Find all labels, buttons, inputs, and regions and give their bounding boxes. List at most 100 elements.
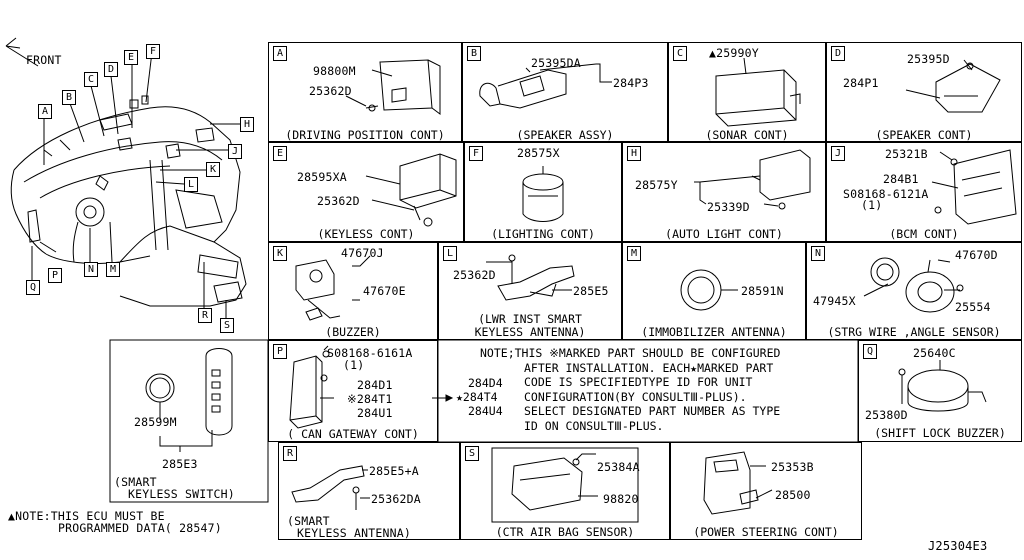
note-line: SELECT DESIGNATED PART NUMBER AS TYPE [524,404,781,418]
panel-p: P S08168-6161A (1) 284D1 ※284T1 284U1 ( … [268,340,438,442]
part-bcm-cont [931,149,1017,225]
panel-letter: E [273,146,287,161]
part-number: 25395D [907,52,950,66]
part-number: 284B1 [883,172,919,186]
overview-label-q: Q [26,280,40,295]
panel-e: E 28595XA 25362D (KEYLESS CONT) [268,142,464,242]
panel-caption: (SONAR CONT) [705,128,789,142]
part-strg-wire-angle-sensor [863,257,964,313]
panel-letter: A [273,46,287,61]
part-auto-light-cont [694,149,811,210]
overview-label-n: N [84,262,98,277]
overview-label-e: E [124,50,138,65]
part-sonar-cont [715,57,801,127]
part-number: 28575Y [635,178,678,192]
panel-d: D 25395D 284P1 (SPEAKER CONT) [826,42,1022,142]
part-number: 25395DA [531,56,581,70]
panel-c: C ▲25990Y (SONAR CONT) [668,42,826,142]
note-line: CONFIGURATION(BY CONSULTⅢ-PLUS). [524,390,747,404]
part-number: 47945X [813,294,856,308]
part-number: 25353B [771,460,814,474]
part-number: 25380D [865,408,908,422]
overview-label-f: F [146,44,160,59]
panel-caption: (SHIFT LOCK BUZZER) [874,426,1006,440]
overview-label-l: L [184,177,198,192]
overview-label-d: D [104,62,118,77]
panel-letter: B [467,46,481,61]
part-number: 25339D [707,200,750,214]
panel-j: J 25321B 284B1 S08168-6121A (1) (BCM CON… [826,142,1022,242]
panel-caption: (IMMOBILIZER ANTENNA) [641,325,787,339]
smart-switch-caption-line2: KEYLESS SWITCH) [128,487,235,501]
note-line: AFTER INSTALLATION. EACH★MARKED PART [524,361,774,375]
part-number: 285E5 [573,284,609,298]
part-number: 47670D [955,248,998,262]
panel-caption: (LWR INST SMART [478,312,582,326]
part-number: 98800M [313,64,356,78]
part-number: ※284T1 [347,392,393,406]
part-number: 284P3 [613,76,649,90]
panel-caption: (BUZZER) [325,325,381,339]
panel-letter: K [273,246,287,261]
part-number: 47670J [341,246,384,260]
panel-caption: (AUTO LIGHT CONT) [665,227,783,241]
panel-a: A 98800M 25362D (DRIVING POSITION CONT) [268,42,462,142]
part-number: 284P1 [843,76,879,90]
panel-letter: L [443,246,457,261]
part-lwr-inst-smart-keyless-antenna [486,254,575,301]
panel-letter: P [273,344,287,359]
panel-caption-line2: KEYLESS ANTENNA) [297,526,411,540]
panel-letter: M [627,246,641,261]
panel-b: B 25395DA 284P3 (SPEAKER ASSY) [462,42,668,142]
overview-label-p: P [48,268,62,283]
panel-letter: J [831,146,845,161]
overview-label-j: J [228,144,242,159]
panel-n: N 47670D 47945X 25554 (STRG WIRE ,ANGLE … [806,242,1022,340]
note-line: CODE IS SPECIFIEDTYPE ID FOR UNIT [524,375,753,389]
part-keyless-cont [365,153,457,227]
overview-label-k: K [206,162,220,177]
panel-power-steering: 25353B 28500 (POWER STEERING CONT) [670,442,862,540]
panel-caption: (SPEAKER CONT) [875,128,973,142]
overview-label-s: S [220,318,234,333]
panel-letter: F [469,146,483,161]
part-lighting-cont [522,166,564,222]
part-driving-position-cont [345,59,441,115]
part-number: 25321B [885,147,928,161]
part-number: S08168-6121A [843,187,929,201]
panel-letter: R [283,446,297,461]
panel-caption: ( CAN GATEWAY CONT) [287,427,419,441]
ecu-note-line2: PROGRAMMED DATA( 28547) [58,521,222,535]
panel-letter: D [831,46,845,61]
panel-l: L 25362D 285E5 (LWR INST SMART KEYLESS A… [438,242,622,340]
panel-f: F 28575X (LIGHTING CONT) [464,142,622,242]
front-label: FRONT [26,53,62,67]
panel-caption: (KEYLESS CONT) [317,227,415,241]
part-number: 25362D [453,268,496,282]
smart-switch-panel [109,339,269,503]
dashboard-illustration [10,51,247,318]
part-number: 285E5+A [369,464,419,478]
part-number: 28599M [134,415,177,429]
panel-caption: (CTR AIR BAG SENSOR) [495,525,635,539]
part-immobilizer-antenna [680,269,738,311]
panel-letter: N [811,246,825,261]
panel-caption: (SMART [287,514,330,528]
part-number: ▲25990Y [709,46,759,60]
part-speaker-assy [479,63,612,109]
part-number: 28591N [741,284,784,298]
diagram-id: J25304E3 [928,539,988,553]
panel-caption: (POWER STEERING CONT) [693,525,839,539]
ecu-note-line1: ▲NOTE:THIS ECU MUST BE [8,509,165,523]
part-number: 25384A [597,460,640,474]
panel-k: K 47670J 47670E (BUZZER) [268,242,438,340]
panel-m: M 28591N (IMMOBILIZER ANTENNA) [622,242,806,340]
part-speaker-cont [905,59,1001,113]
part-number: 25640C [913,346,956,360]
panel-s: S 25384A 98820 (CTR AIR BAG SENSOR) [460,442,670,540]
panel-letter: H [627,146,641,161]
panel-letter: Q [863,344,877,359]
front-arrow-icon [5,37,39,67]
panel-caption: (BCM CONT) [889,227,959,241]
